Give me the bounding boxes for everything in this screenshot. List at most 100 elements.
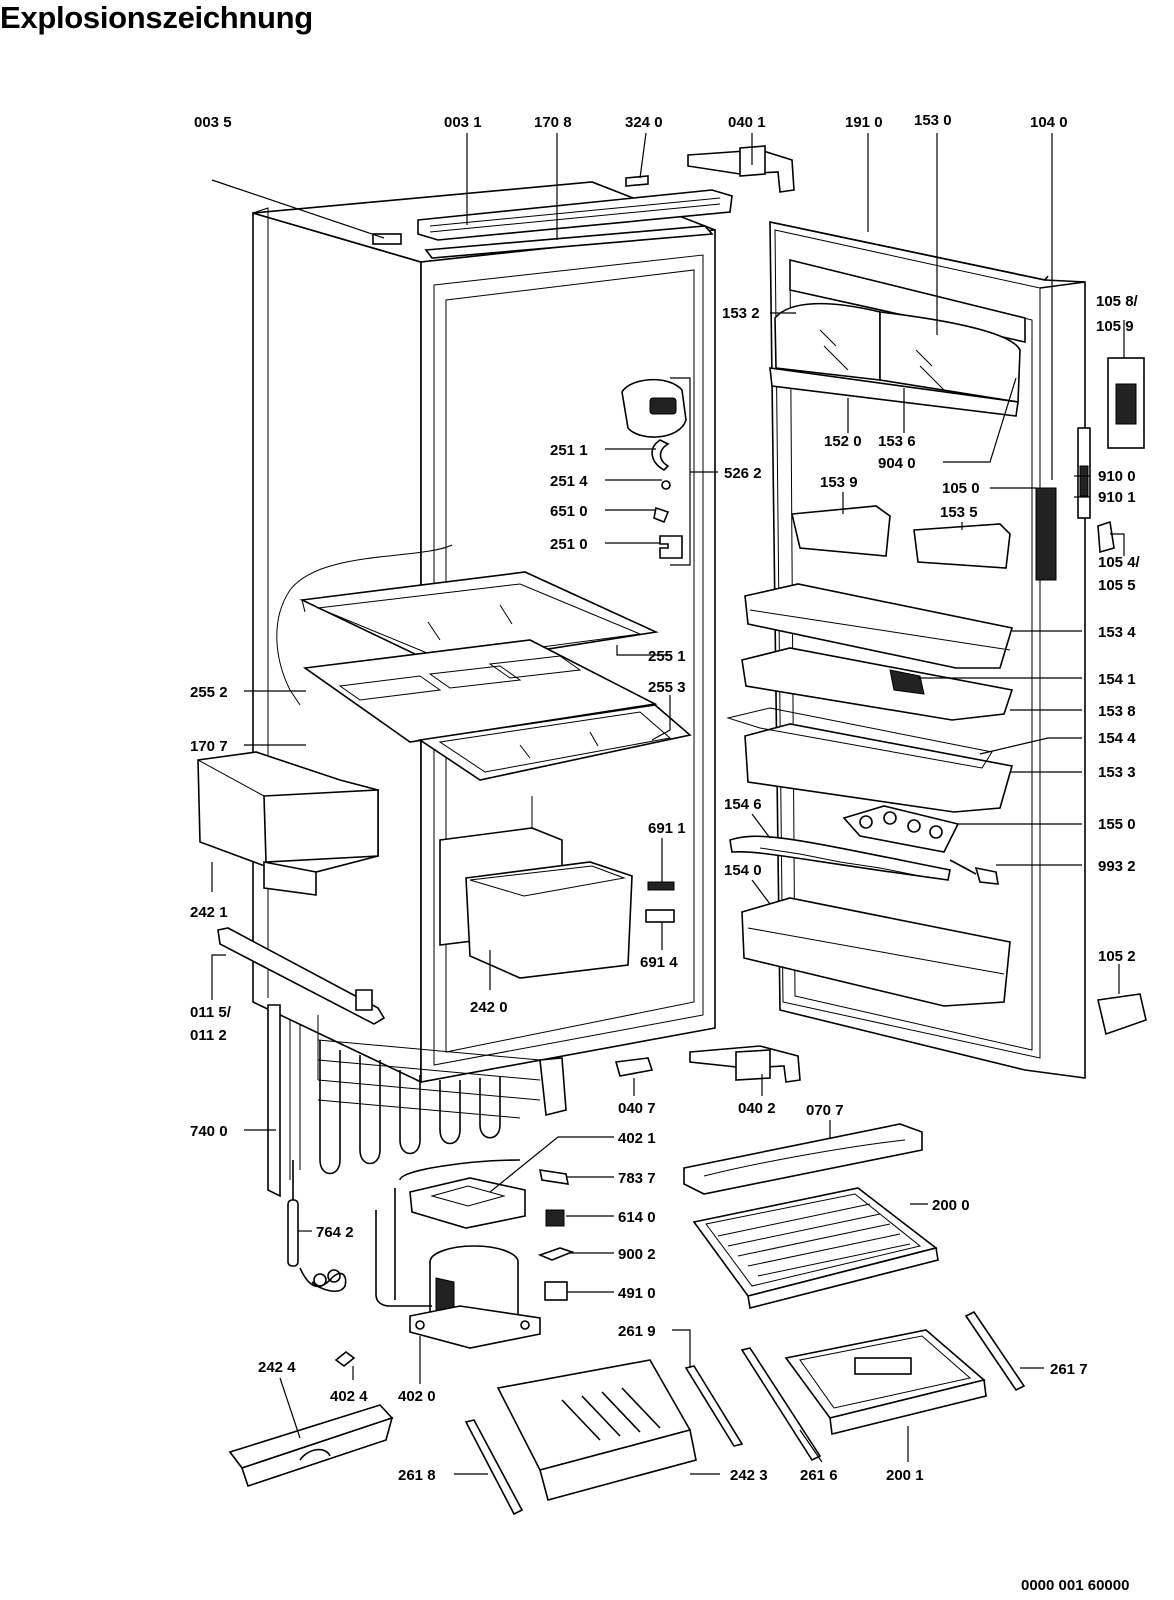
leader-lines xyxy=(211,132,1125,1475)
page-title: Explosionszeichnung xyxy=(0,0,313,35)
part-label: 105 9 xyxy=(1096,318,1134,335)
part-label: 105 4/ xyxy=(1098,554,1141,571)
part-label: 154 4 xyxy=(1098,730,1136,747)
flap-242-4 xyxy=(228,1404,394,1488)
control-unit xyxy=(621,378,687,559)
part-label: 900 2 xyxy=(618,1246,656,1263)
part-label: 402 4 xyxy=(330,1388,368,1405)
part-label: 154 0 xyxy=(724,862,762,879)
part-label: 040 7 xyxy=(618,1100,656,1117)
part-label: 526 2 xyxy=(724,465,762,482)
part-label: 261 7 xyxy=(1050,1361,1088,1378)
cover-strip xyxy=(683,1123,923,1195)
part-label: 764 2 xyxy=(316,1224,354,1241)
lamp-socket xyxy=(949,859,999,885)
part-label: 040 1 xyxy=(728,114,766,131)
temperature-sensor xyxy=(287,1160,347,1293)
part-label: 003 5 xyxy=(194,114,232,131)
part-label: 154 1 xyxy=(1098,671,1136,688)
door-hinge-parts xyxy=(1077,357,1147,1036)
part-label: 251 1 xyxy=(550,442,588,459)
part-label: 153 9 xyxy=(820,474,858,491)
part-label: 153 4 xyxy=(1098,624,1136,641)
part-label: 070 7 xyxy=(806,1102,844,1119)
part-label: 261 9 xyxy=(618,1323,656,1340)
part-label: 200 0 xyxy=(932,1197,970,1214)
part-label: 324 0 xyxy=(625,114,663,131)
part-label: 155 0 xyxy=(1098,816,1136,833)
part-label: 105 8/ xyxy=(1096,293,1139,310)
part-label: 691 4 xyxy=(640,954,678,971)
part-label: 740 0 xyxy=(190,1123,228,1140)
crisper-drawers xyxy=(439,796,633,979)
part-label: 251 0 xyxy=(550,536,588,553)
wire-shelf-upper xyxy=(692,1187,939,1309)
part-label: 153 6 xyxy=(878,433,916,450)
top-clip xyxy=(372,233,402,245)
part-label: 040 2 xyxy=(738,1100,776,1117)
upper-hinge xyxy=(687,145,795,193)
clip-324-0 xyxy=(625,175,649,187)
door-shelf-153-8 xyxy=(741,647,1014,721)
part-label: 191 0 xyxy=(845,114,883,131)
wire-shelf-lower xyxy=(784,1329,987,1435)
door-shelf-153-3 xyxy=(726,707,1014,813)
part-label: 242 3 xyxy=(730,1467,768,1484)
part-label: 105 0 xyxy=(942,480,980,497)
part-label: 011 2 xyxy=(190,1027,227,1044)
light-switch xyxy=(645,881,675,923)
part-label: 154 6 xyxy=(724,796,762,813)
bottle-retainer xyxy=(729,835,951,881)
part-label: 491 0 xyxy=(618,1285,656,1302)
part-label: 651 0 xyxy=(550,503,588,520)
bottom-rail xyxy=(217,927,386,1025)
small-electric-parts xyxy=(334,1169,575,1368)
part-label: 242 1 xyxy=(190,904,228,921)
part-label: 153 5 xyxy=(940,504,978,521)
top-rail xyxy=(417,189,733,259)
part-label: 251 4 xyxy=(550,473,588,490)
part-label: 170 7 xyxy=(190,738,228,755)
part-label: 783 7 xyxy=(618,1170,656,1187)
compressor xyxy=(375,1210,541,1349)
glass-shelf-lower xyxy=(302,639,692,781)
condenser xyxy=(267,1004,567,1198)
part-label: 910 1 xyxy=(1098,489,1136,506)
egg-tray xyxy=(842,805,960,853)
part-label: 261 6 xyxy=(800,1467,838,1484)
part-label: 170 8 xyxy=(534,114,572,131)
part-label: 904 0 xyxy=(878,455,916,472)
door-small-bins xyxy=(791,505,1011,569)
part-label: 255 2 xyxy=(190,684,228,701)
lower-hinge xyxy=(689,1045,801,1083)
part-label: 255 3 xyxy=(648,679,686,696)
part-label: 003 1 xyxy=(444,114,482,131)
part-label: 993 2 xyxy=(1098,858,1136,875)
part-label: 152 0 xyxy=(824,433,862,450)
door-shelf-153-4 xyxy=(744,583,1014,669)
door-gasket xyxy=(769,221,1049,281)
part-label: 200 1 xyxy=(886,1467,924,1484)
part-label: 614 0 xyxy=(618,1209,656,1226)
part-label: 261 8 xyxy=(398,1467,436,1484)
part-label: 691 1 xyxy=(648,820,686,837)
drawer-242-3 xyxy=(496,1359,697,1501)
part-label: 011 5/ xyxy=(190,1004,232,1021)
part-label: 910 0 xyxy=(1098,468,1136,485)
drawer-rails xyxy=(464,1310,1026,1516)
hinge-040-7 xyxy=(614,1057,654,1077)
part-label: 105 2 xyxy=(1098,948,1136,965)
part-label: 153 0 xyxy=(914,112,952,129)
drip-tray xyxy=(394,1159,526,1300)
part-label: 242 0 xyxy=(470,999,508,1016)
part-label: 105 5 xyxy=(1098,577,1136,594)
part-label: 402 0 xyxy=(398,1388,436,1405)
document-number: 0000 001 60000 xyxy=(1021,1577,1130,1594)
glass-shelf-upper xyxy=(299,571,659,679)
door-compartment-top xyxy=(769,258,1026,417)
part-labels: 003 5 003 1 170 8 324 0 040 1 191 0 153 … xyxy=(190,112,1141,1484)
part-label: 153 2 xyxy=(722,305,760,322)
part-label: 402 1 xyxy=(618,1130,656,1147)
part-label: 153 3 xyxy=(1098,764,1136,781)
